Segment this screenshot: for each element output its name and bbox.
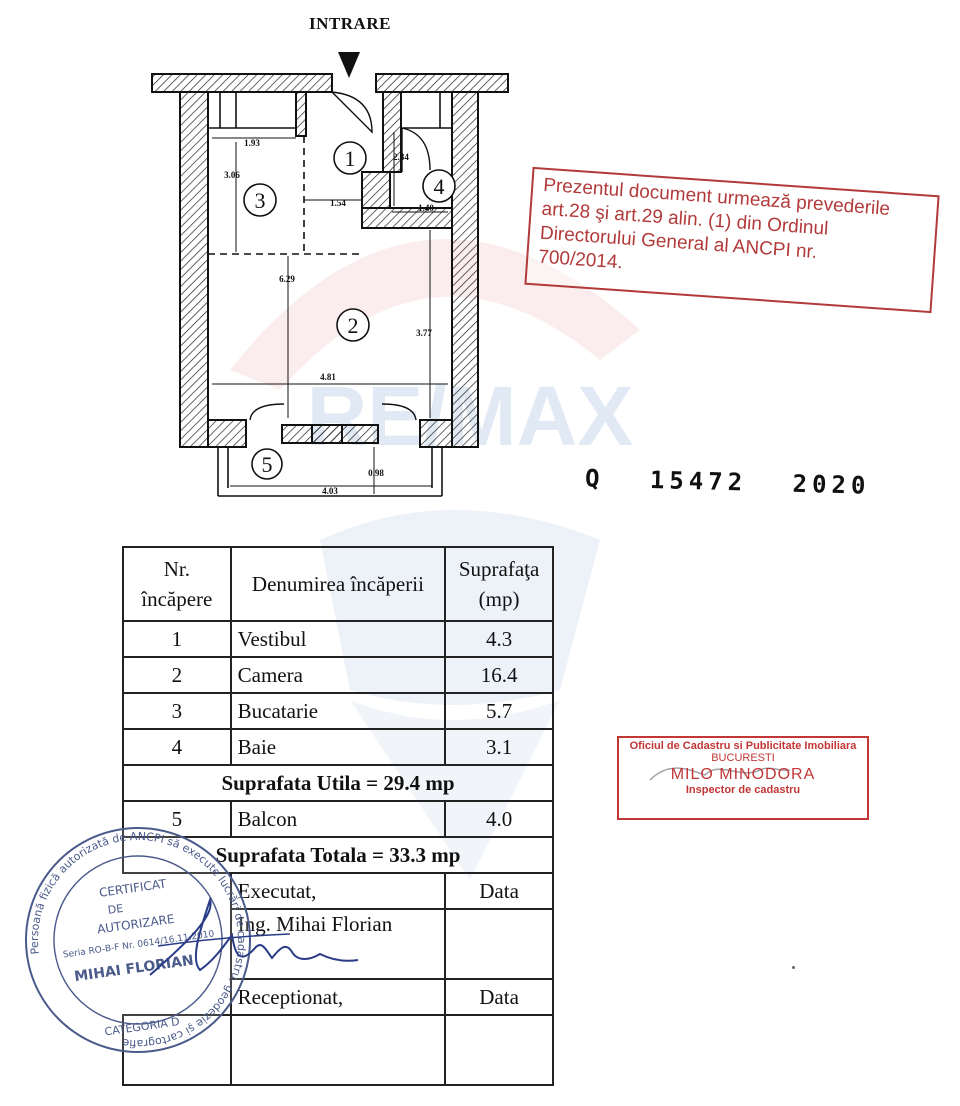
office-stamp-line-4: Inspector de cadastru <box>685 784 801 796</box>
blank-cell <box>444 1014 554 1086</box>
room-name: Camera <box>229 656 447 694</box>
grand-total: Suprafata Totala = 33.3 mp <box>122 836 554 874</box>
room-area: 4.0 <box>444 800 554 838</box>
table-header-row: Nr.încăpere Denumirea încăperii Suprafaţ… <box>122 546 554 622</box>
room-area: 16.4 <box>444 656 554 694</box>
room-name: Balcon <box>229 800 447 838</box>
received-blank-row <box>122 1014 554 1086</box>
speck <box>792 966 795 969</box>
received-row: Receptionat, Data <box>123 978 554 1016</box>
room-5-label: 5 <box>262 452 273 477</box>
floor-plan: 1 2 3 4 5 1.93 3.06 1.54 2.34 1.40 6.29 … <box>151 52 509 497</box>
room-3-label: 3 <box>255 188 266 213</box>
useful-total: Suprafata Utila = 29.4 mp <box>122 764 554 802</box>
date-label: Data <box>444 978 554 1016</box>
dim-1-40: 1.40 <box>418 203 434 213</box>
room-4-label: 4 <box>434 174 445 199</box>
dim-3-77: 3.77 <box>416 328 432 338</box>
room-1-label: 1 <box>345 146 356 171</box>
executed-label: Executat, <box>229 872 447 910</box>
room-name: Vestibul <box>229 620 447 658</box>
room-area: 5.7 <box>444 692 554 730</box>
cadastre-office-stamp: Oficiul de Cadastru si Publicitate Imobi… <box>617 736 869 820</box>
room-nr: 2 <box>122 656 232 694</box>
table-row: 2 Camera 16.4 <box>122 656 554 694</box>
entry-arrow-icon <box>338 52 360 78</box>
room-name: Bucatarie <box>229 692 447 730</box>
blank-cell <box>444 908 554 980</box>
office-stamp-line-1: Oficiul de Cadastru si Publicitate Imobi… <box>629 740 857 752</box>
table-row: 4 Baie 3.1 <box>122 728 554 766</box>
dim-2-34: 2.34 <box>393 152 409 162</box>
room-nr: 3 <box>122 692 232 730</box>
entry-label: INTRARE <box>309 14 391 33</box>
blank-cell <box>123 979 232 1016</box>
dim-4-03: 4.03 <box>322 486 338 496</box>
room-nr: 5 <box>122 800 232 838</box>
header-area: Suprafaţa(mp) <box>444 546 554 622</box>
received-label: Receptionat, <box>229 978 447 1016</box>
table-row: 5 Balcon 4.0 <box>122 800 554 838</box>
table-row: 3 Bucatarie 5.7 <box>122 692 554 730</box>
room-2-label: 2 <box>348 313 359 338</box>
room-area: 3.1 <box>444 728 554 766</box>
engineer-row: Ing. Mihai Florian <box>123 908 554 980</box>
executed-row: Executat, Data <box>123 872 554 910</box>
room-nr: 1 <box>122 620 232 658</box>
dim-1-93: 1.93 <box>244 138 260 148</box>
dim-6-29: 6.29 <box>279 274 295 284</box>
office-stamp-line-3: MILO MINODORA <box>670 766 816 783</box>
blank-cell <box>122 1014 232 1086</box>
dim-1-54: 1.54 <box>330 198 346 208</box>
dim-0-98: 0.98 <box>368 468 384 478</box>
office-stamp-line-2: BUCURESTI <box>711 752 775 764</box>
date-label: Data <box>444 872 554 910</box>
rooms-table: Nr.încăpere Denumirea încăperii Suprafaţ… <box>122 546 554 1086</box>
grand-total-row: Suprafata Totala = 33.3 mp <box>122 836 554 874</box>
blank-cell <box>229 1014 447 1086</box>
room-area: 4.3 <box>444 620 554 658</box>
header-nr: Nr.încăpere <box>122 546 232 622</box>
stamp-line-de: DE <box>107 902 124 917</box>
table-row: 1 Vestibul 4.3 <box>122 620 554 658</box>
room-nr: 4 <box>122 728 232 766</box>
dim-3-06: 3.06 <box>224 170 240 180</box>
room-name: Baie <box>229 728 447 766</box>
dim-4-81: 4.81 <box>320 372 336 382</box>
engineer-name: Ing. Mihai Florian <box>229 908 447 980</box>
header-name: Denumirea încăperii <box>229 546 447 622</box>
useful-total-row: Suprafata Utila = 29.4 mp <box>122 764 554 802</box>
